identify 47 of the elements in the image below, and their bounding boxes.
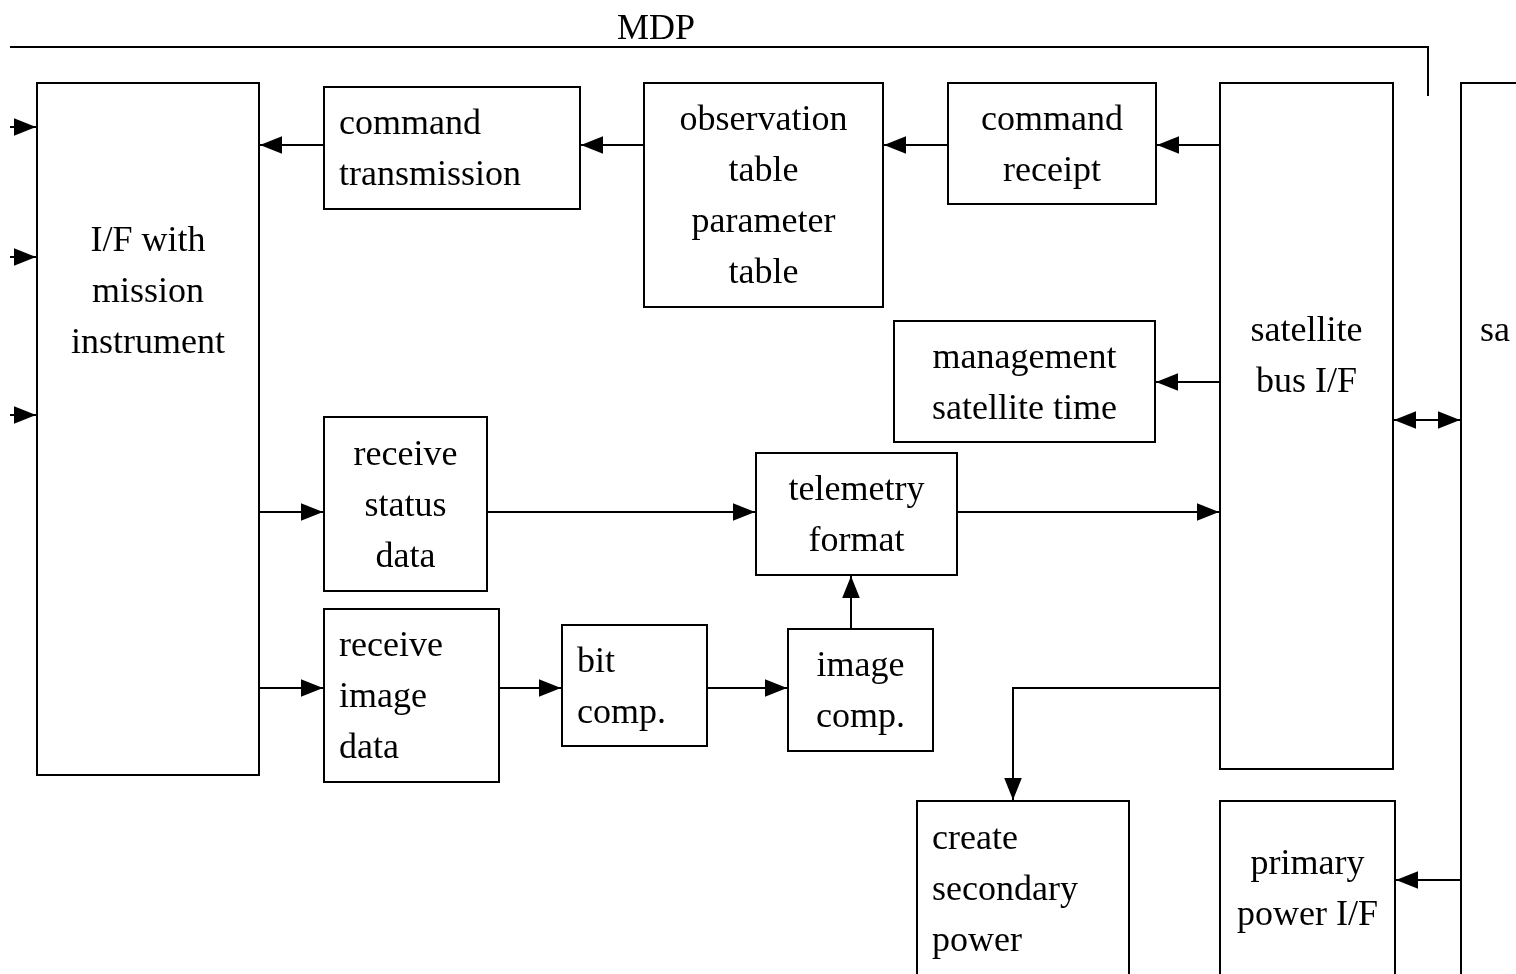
- node-text: command receipt: [980, 96, 1124, 191]
- node-text: satellite bus I/F: [1249, 308, 1364, 402]
- arrow: [1156, 136, 1220, 154]
- group-label: MDP: [617, 6, 696, 48]
- node-text: image comp.: [815, 643, 906, 737]
- arrow: [487, 503, 756, 521]
- arrow: [707, 679, 788, 697]
- process-box: [643, 82, 884, 308]
- arrow: [1155, 373, 1220, 391]
- process-box: [893, 320, 1156, 443]
- interface-block: [1219, 82, 1394, 770]
- arrow: [1004, 687, 1220, 801]
- arrow: [957, 503, 1220, 521]
- process-box: [323, 608, 500, 783]
- arrow: [259, 136, 324, 154]
- process-box: [1219, 800, 1396, 974]
- arrow: [9, 118, 37, 136]
- node-text: telemetry format: [787, 467, 926, 561]
- node-text: receive image data: [339, 623, 444, 768]
- arrow: [842, 575, 860, 629]
- interface-block: [36, 82, 260, 776]
- node-text: create secondary power: [932, 815, 1079, 961]
- process-box: [947, 82, 1157, 205]
- arrow: [883, 136, 948, 154]
- arrow: [1395, 871, 1461, 889]
- node-text: command transmission: [339, 101, 522, 195]
- node-text: I/F with mission instrument: [70, 218, 226, 363]
- arrow: [580, 136, 644, 154]
- process-box: [561, 624, 708, 747]
- arrow: [259, 679, 324, 697]
- node-text: receive status data: [352, 431, 459, 577]
- process-box: [323, 416, 488, 592]
- arrow: [499, 679, 562, 697]
- arrow: [9, 248, 37, 266]
- process-box: [787, 628, 934, 752]
- process-box: [755, 452, 958, 576]
- node-text: parameter table: [690, 199, 837, 293]
- arrow: [9, 406, 37, 424]
- interface-block: [1460, 82, 1516, 974]
- node-text: management satellite time: [931, 334, 1118, 429]
- node-text: bit comp.: [577, 638, 667, 733]
- node-text: sa: [1480, 308, 1511, 351]
- arrow: [1393, 411, 1461, 429]
- process-box: [323, 86, 581, 210]
- node-text: primary power I/F: [1236, 841, 1379, 935]
- arrow: [259, 503, 324, 521]
- process-box: [916, 800, 1130, 974]
